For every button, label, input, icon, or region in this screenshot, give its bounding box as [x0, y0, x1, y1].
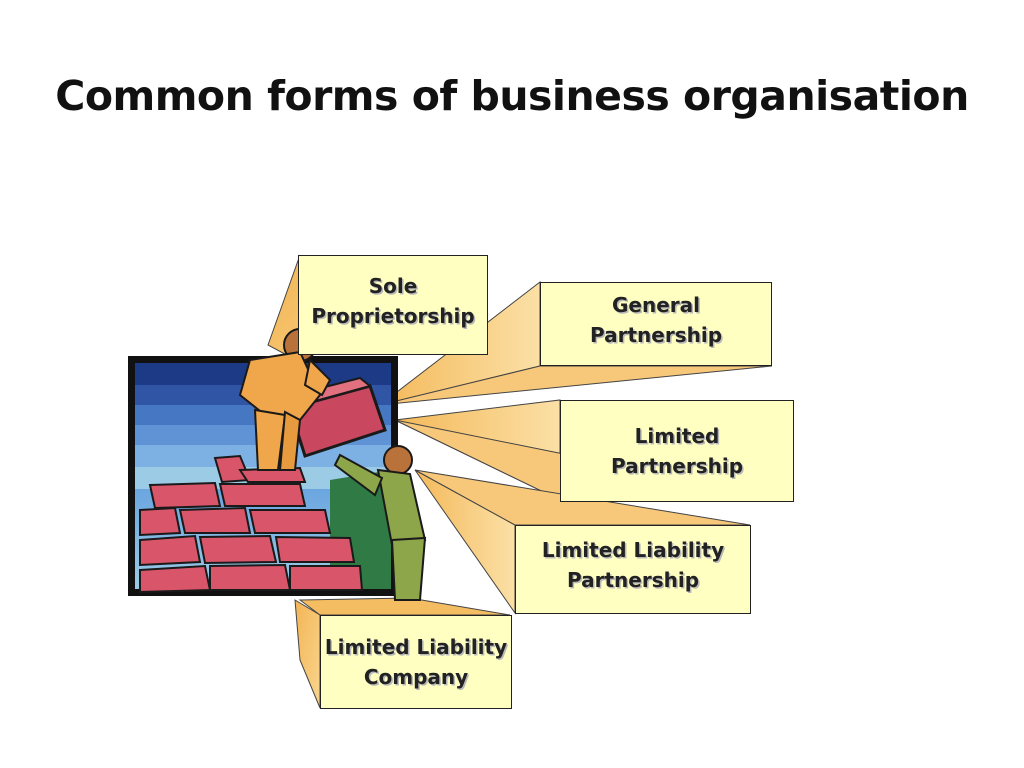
form-limited-partnership: Limited Partnership [560, 400, 794, 502]
form-limited-liability-company: Limited Liability Company [320, 615, 512, 709]
clipart-people-bricks [128, 328, 427, 601]
beam-llc [294, 599, 321, 709]
slide-title: Common forms of business organisation [55, 72, 969, 120]
form-limited-liability-partnership: Limited Liability Partnership [515, 525, 751, 614]
form-general-partnership: General Partnership [540, 282, 772, 366]
form-sole-proprietorship: Sole Proprietorship [298, 255, 488, 355]
beam-general-bottom [379, 365, 773, 406]
